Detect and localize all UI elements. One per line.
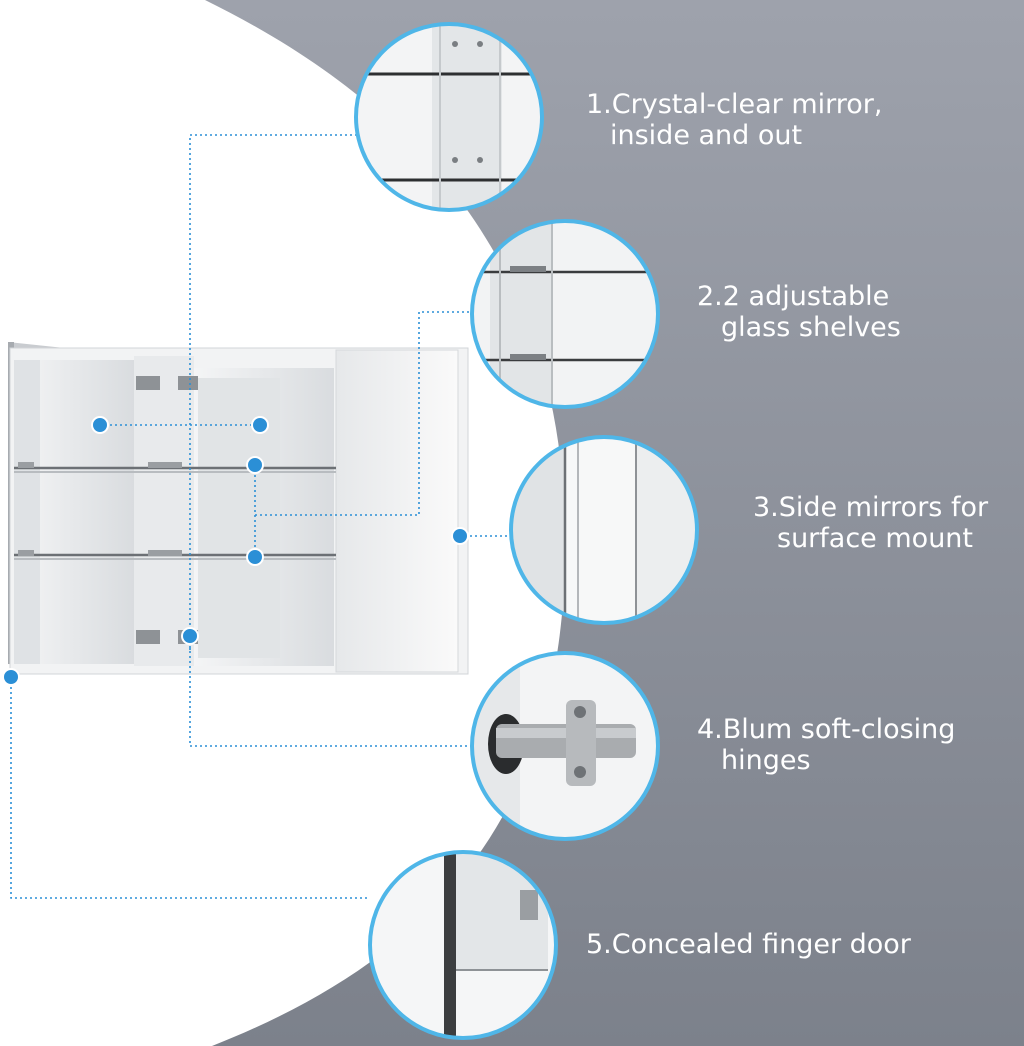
hinge-icon: [470, 651, 660, 841]
left-side-mirror-strip: [14, 360, 40, 664]
hinge-top-left: [136, 376, 160, 390]
marker-dot-mirror-left: [91, 416, 109, 434]
right-door: [335, 349, 459, 673]
finger-pull-icon: [368, 850, 558, 1040]
medicine-cabinet: [8, 342, 469, 675]
marker-dot-mirror-right: [251, 416, 269, 434]
callout-4-line-2: hinges: [721, 745, 811, 776]
connector-line-4: [189, 636, 472, 747]
marker-dot-hinge: [181, 627, 199, 645]
callout-label-5: 5.Concealed finger door: [586, 929, 911, 960]
callout-2-line-1: 2.2 adjustable: [697, 281, 890, 312]
connector-line-5: [10, 677, 370, 899]
glass-shelf-icon: [470, 219, 660, 409]
callout-5-line-1: 5.Concealed finger door: [586, 929, 911, 960]
callout-1-line-2: inside and out: [610, 120, 803, 151]
marker-dot-shelf-upper: [246, 456, 264, 474]
callout-label-4: 4.Blum soft-closing hinges: [697, 714, 955, 776]
marker-dot-shelf-lower: [246, 548, 264, 566]
side-mirror-icon: [509, 435, 699, 625]
hinge-top-right: [178, 376, 198, 390]
mirror-interior-icon: [354, 22, 544, 212]
connector-line-1: [189, 134, 372, 650]
callout-label-3: 3.Side mirrors for surface mount: [753, 492, 988, 554]
hinge-bottom-left: [136, 630, 160, 644]
connector-line-2: [254, 311, 476, 516]
callout-label-2: 2.2 adjustable glass shelves: [697, 281, 901, 343]
callout-3-line-2: surface mount: [777, 523, 974, 554]
callout-label-1: 1.Crystal-clear mirror, inside and out: [586, 89, 882, 151]
center-door: [134, 356, 194, 666]
marker-dot-side-mirror: [451, 527, 469, 545]
callout-3-line-1: 3.Side mirrors for: [753, 492, 989, 523]
marker-dot-finger-door: [2, 668, 20, 686]
callout-2-line-2: glass shelves: [721, 312, 901, 343]
callout-1-line-1: 1.Crystal-clear mirror,: [586, 89, 883, 120]
callout-4-line-1: 4.Blum soft-closing: [697, 714, 956, 745]
